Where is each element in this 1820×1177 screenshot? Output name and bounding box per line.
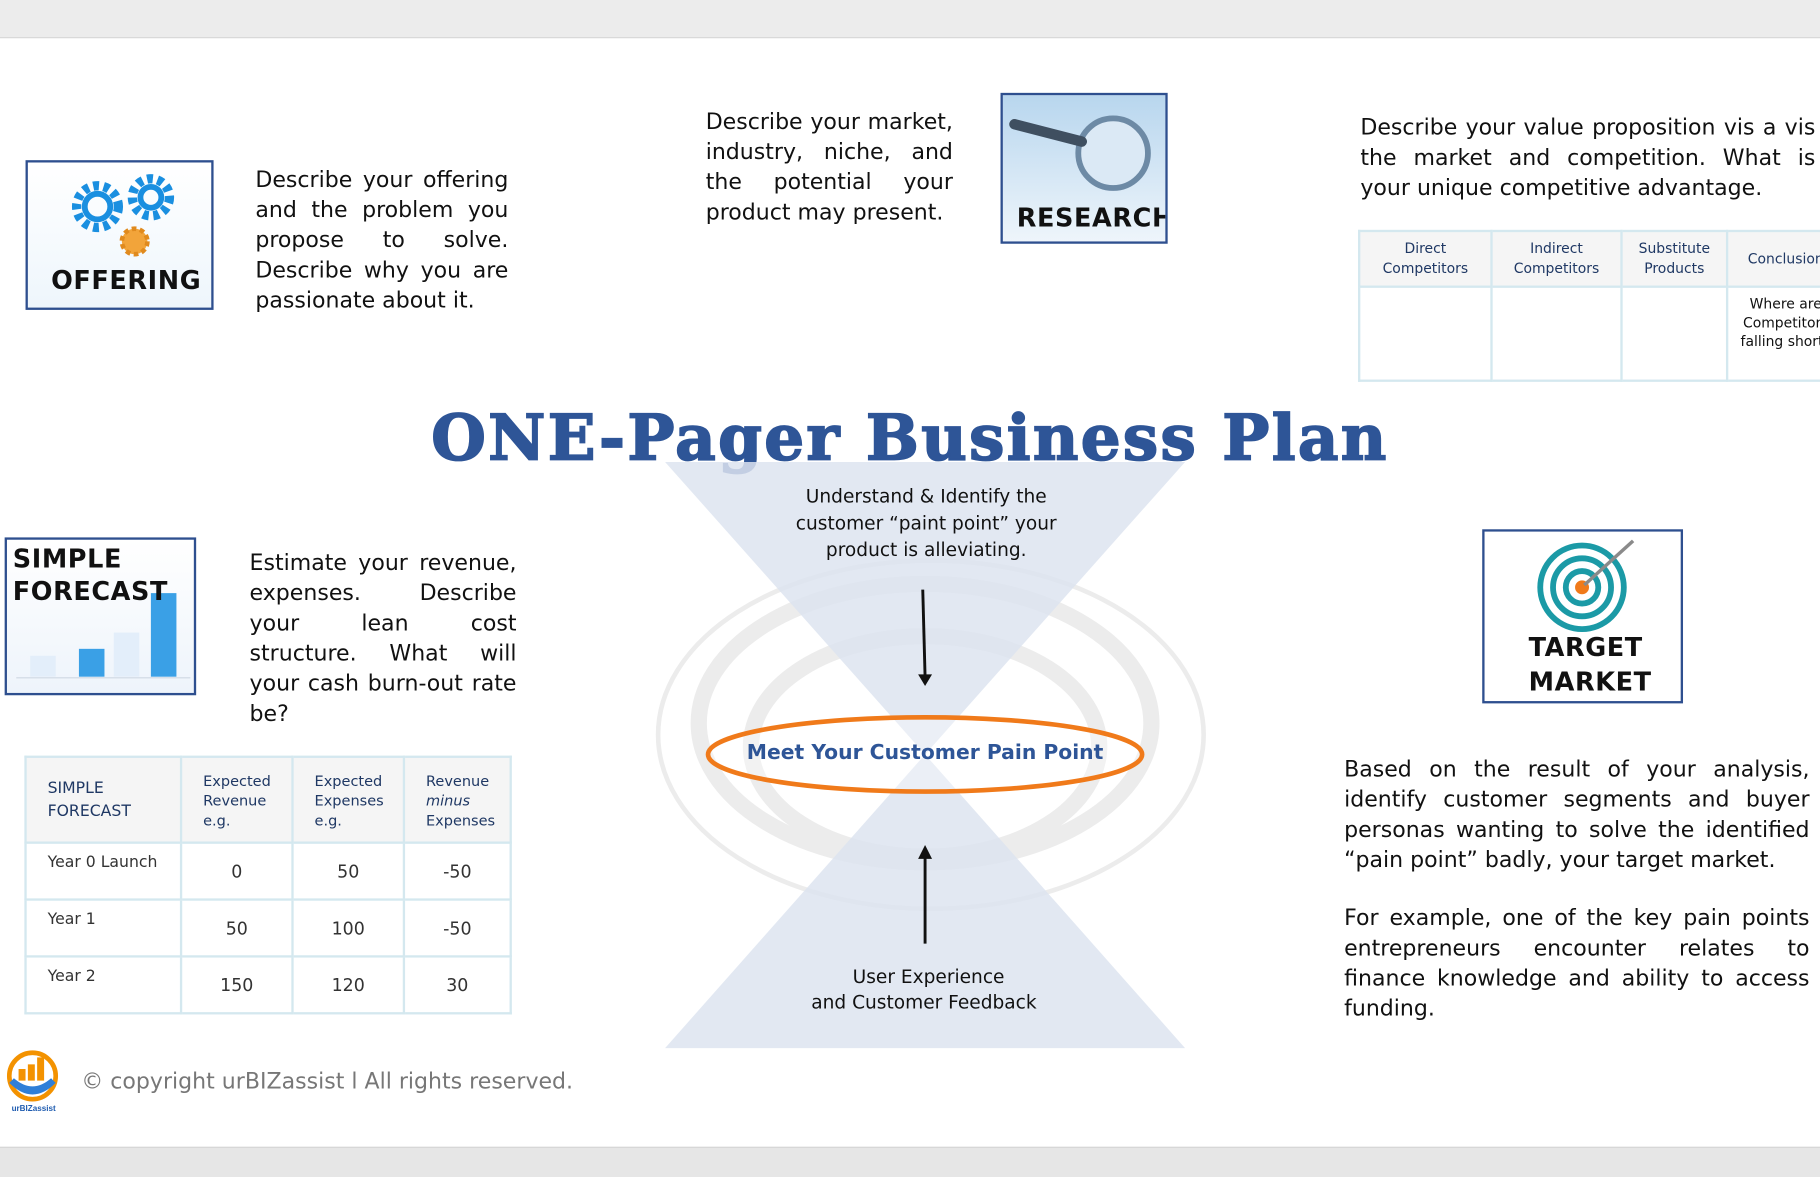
table-row: Year 2 150 120 30 bbox=[24, 955, 512, 1015]
conclusion-cell: Where are Competitors falling short? bbox=[1725, 285, 1820, 382]
down-arrow bbox=[921, 589, 927, 677]
header-expected-revenue: Expected Revenue e.g. bbox=[179, 755, 294, 844]
research-text: Describe your market, industry, niche, a… bbox=[705, 109, 953, 226]
urbizassist-logo: urBIZassist bbox=[6, 1050, 59, 1113]
cell: Year 2 bbox=[24, 955, 183, 1015]
offering-icon-box: OFFERING bbox=[25, 160, 214, 310]
cell: 30 bbox=[402, 955, 512, 1015]
cell: 50 bbox=[291, 841, 406, 901]
table-row: Year 0 Launch 0 50 -50 bbox=[24, 841, 512, 901]
bar-chart-icon bbox=[16, 593, 191, 679]
header-conclusion: Conclusion bbox=[1725, 229, 1820, 288]
target-text-1: Based on the result of your analysis, id… bbox=[1344, 756, 1810, 873]
cell bbox=[1620, 285, 1729, 382]
forecast-table: SIMPLE FORECAST Expected Revenue e.g. Ex… bbox=[24, 755, 512, 1015]
gears-icon bbox=[71, 174, 175, 257]
cell bbox=[1490, 285, 1623, 382]
forecast-text: Estimate your revenue, expenses. Describ… bbox=[249, 550, 517, 727]
top-triangle bbox=[665, 461, 1186, 755]
cell: 100 bbox=[291, 898, 406, 958]
research-icon-label: RESEARCH bbox=[1016, 204, 1168, 234]
hourglass-diagram bbox=[655, 461, 1206, 1049]
target-icon-label-1: TARGET bbox=[1528, 633, 1643, 663]
copyright-text: © copyright urBIZassist l All rights res… bbox=[81, 1069, 574, 1095]
target-icon bbox=[1537, 539, 1635, 633]
cell: Year 0 Launch bbox=[24, 841, 183, 901]
header-part: Expenses bbox=[425, 810, 496, 829]
offering-text: Describe your offering and the problem y… bbox=[255, 167, 509, 314]
header-direct-competitors: Direct Competitors bbox=[1358, 229, 1493, 288]
diagram-center-text: Meet Your Customer Pain Point bbox=[746, 741, 1104, 765]
pain-point-ellipse bbox=[705, 714, 1145, 794]
table-row: Year 1 50 100 -50 bbox=[24, 898, 512, 958]
diagram-bottom-text-2: and Customer Feedback bbox=[811, 991, 1037, 1014]
diagram-top-text: Understand & Identify the customer “pain… bbox=[795, 485, 1057, 561]
down-arrow-head bbox=[918, 674, 933, 686]
header-substitute-products: Substitute Products bbox=[1620, 229, 1729, 288]
header-part: Revenue bbox=[425, 771, 490, 789]
cell bbox=[1358, 285, 1493, 382]
header-part-minus: minus bbox=[425, 791, 471, 809]
window-top-bar bbox=[0, 0, 1820, 39]
research-icon-box: RESEARCH bbox=[1000, 92, 1168, 244]
document-page: OFFERING Describe your offering and the … bbox=[0, 38, 1820, 1147]
competitors-table: Direct Competitors Indirect Competitors … bbox=[1358, 229, 1820, 382]
forecast-icon-label-1: SIMPLE bbox=[12, 545, 122, 575]
cell: Year 1 bbox=[24, 898, 183, 958]
value-text: Describe your value proposition vis a vi… bbox=[1360, 114, 1816, 201]
target-text-2: For example, one of the key pain points … bbox=[1344, 905, 1810, 1022]
offering-icon-label: OFFERING bbox=[51, 266, 202, 296]
forecast-icon-label-2: FORECAST bbox=[12, 578, 168, 608]
cell: 120 bbox=[291, 955, 406, 1015]
target-icon-label-2: MARKET bbox=[1528, 668, 1652, 698]
cell: 50 bbox=[179, 898, 294, 958]
cell: -50 bbox=[402, 841, 512, 901]
window-bottom-bar bbox=[0, 1146, 1820, 1177]
magnifying-glass-icon bbox=[1009, 115, 1151, 191]
target-icon-box: TARGET MARKET bbox=[1482, 529, 1684, 704]
header-expected-expenses: Expected Expenses e.g. bbox=[291, 755, 406, 844]
header-indirect-competitors: Indirect Competitors bbox=[1490, 229, 1623, 288]
cell: 150 bbox=[179, 955, 294, 1015]
forecast-icon-box: SIMPLE FORECAST bbox=[4, 537, 197, 696]
diagram-bottom-text-1: User Experience bbox=[852, 965, 1005, 988]
svg-text:urBIZassist: urBIZassist bbox=[12, 1104, 56, 1113]
up-arrow-head bbox=[918, 844, 933, 859]
header-simple-forecast: SIMPLE FORECAST bbox=[24, 755, 183, 844]
cell: 0 bbox=[179, 841, 294, 901]
cell: -50 bbox=[402, 898, 512, 958]
